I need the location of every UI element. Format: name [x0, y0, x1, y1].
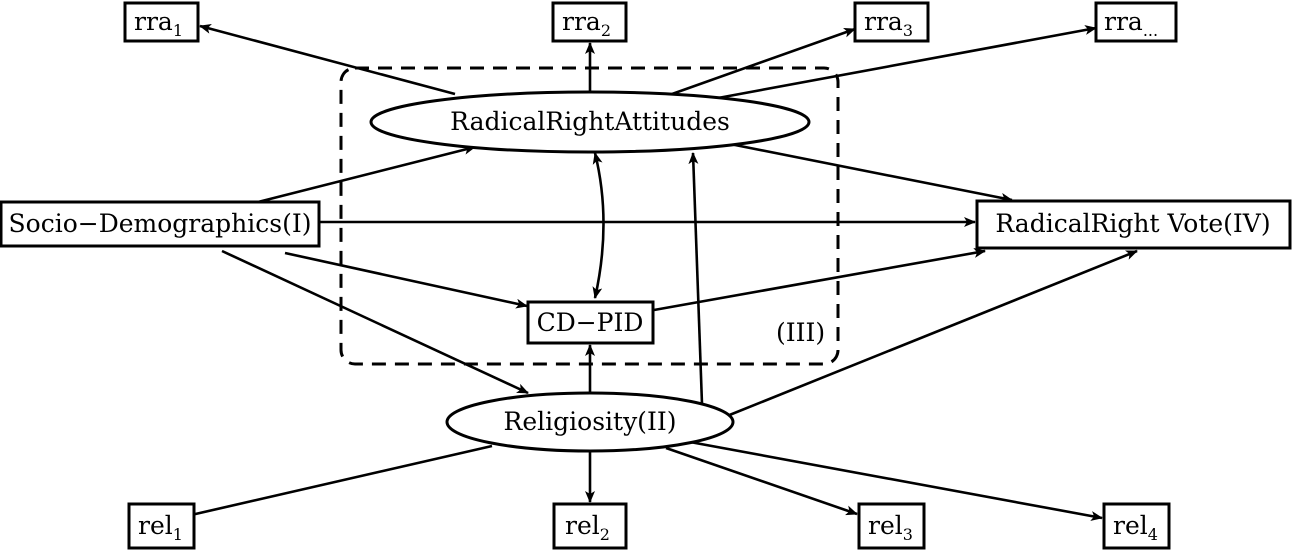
- rra1-base: rra: [134, 7, 173, 36]
- rra3-sub: 3: [903, 21, 913, 40]
- node-radical-right-vote: RadicalRight Vote(IV): [975, 199, 1292, 250]
- svg-text:rel2: rel2: [565, 511, 610, 544]
- svg-text:rra3: rra3: [864, 7, 913, 40]
- node-cd-pid: CD−PID: [526, 300, 655, 345]
- svg-text:rra...: rra...: [1104, 7, 1158, 40]
- rel3-sub: 3: [903, 525, 913, 544]
- svg-text:rra2: rra2: [562, 7, 611, 40]
- svg-text:rel1: rel1: [138, 511, 183, 544]
- edge-religiosity-to-vote: [726, 249, 1138, 418]
- rra1-sub: 1: [173, 21, 183, 40]
- svg-text:rra1: rra1: [134, 7, 183, 40]
- node-rra1: rra1: [123, 1, 200, 43]
- rel3-base: rel: [868, 511, 903, 540]
- svg-text:rel4: rel4: [1113, 511, 1158, 544]
- node-rel2: rel2: [552, 502, 628, 550]
- edge-religiosity-to-rel1: [177, 444, 493, 521]
- edge-socio-to-religiosity: [221, 249, 529, 395]
- node-radical-right-attitudes: RadicalRightAttitudes: [369, 90, 811, 154]
- edge-religiosity-to-rel3: [665, 446, 858, 516]
- svg-text:rel3: rel3: [868, 511, 913, 544]
- radical-right-vote-label: RadicalRight Vote(IV): [995, 209, 1270, 238]
- group-iii-label: (III): [776, 318, 825, 347]
- node-rel3: rel3: [857, 502, 926, 550]
- rel2-base: rel: [565, 511, 600, 540]
- edge-rra-cdpid-correlation: [592, 152, 605, 299]
- node-rra-more: rra...: [1094, 1, 1178, 43]
- rel4-sub: 4: [1148, 525, 1158, 544]
- edge-religiosity-to-rel4: [689, 440, 1103, 521]
- edge-socio-to-cdpid: [284, 251, 528, 309]
- rra-more-base: rra: [1104, 7, 1143, 36]
- node-rel1: rel1: [127, 502, 196, 550]
- radical-right-attitudes-label: RadicalRightAttitudes: [450, 107, 730, 136]
- rra-more-sub: ...: [1143, 21, 1158, 40]
- edge-socio-to-rra: [257, 144, 476, 204]
- rra2-sub: 2: [601, 21, 611, 40]
- rel4-base: rel: [1113, 511, 1148, 540]
- edge-rra-to-rra3: [671, 27, 856, 96]
- rra3-base: rra: [864, 7, 903, 36]
- rel1-sub: 1: [173, 525, 183, 544]
- edge-rra-to-rra1: [199, 24, 456, 96]
- rra2-base: rra: [562, 7, 601, 36]
- socio-demographics-label: Socio−Demographics(I): [9, 209, 312, 238]
- edge-rra-to-vote: [719, 140, 1013, 203]
- edge-religiosity-to-rra: [688, 152, 704, 405]
- rel1-base: rel: [138, 511, 173, 540]
- node-rel4: rel4: [1102, 502, 1171, 550]
- edge-rra-to-rra-more: [717, 25, 1097, 100]
- edge-cdpid-to-vote: [653, 248, 986, 312]
- node-socio-demographics: Socio−Demographics(I): [0, 200, 321, 248]
- node-rra2: rra2: [551, 1, 628, 43]
- edges: [177, 24, 1138, 521]
- node-rra3: rra3: [853, 1, 930, 43]
- rel2-sub: 2: [600, 525, 610, 544]
- religiosity-label: Religiosity(II): [504, 407, 677, 436]
- cd-pid-label: CD−PID: [537, 308, 644, 337]
- node-religiosity: Religiosity(II): [445, 391, 735, 453]
